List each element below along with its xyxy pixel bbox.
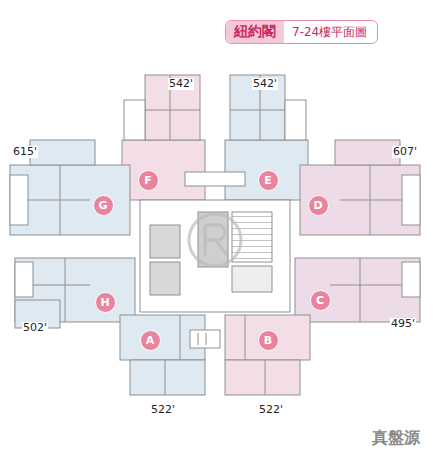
unit-letter: G xyxy=(98,199,107,212)
unit-marker: B xyxy=(258,330,279,351)
unit-marker: E xyxy=(258,170,279,191)
floor-range: 7-24樓平面圖 xyxy=(284,22,377,43)
unit-letter: B xyxy=(264,334,272,347)
area-label: 542' xyxy=(252,78,278,90)
unit-marker: G xyxy=(93,195,114,216)
unit-marker: F xyxy=(138,170,159,191)
area-label: 542' xyxy=(168,78,194,90)
area-label: 615' xyxy=(12,146,38,158)
area-label: 495' xyxy=(390,318,416,330)
unit-letter: E xyxy=(264,174,272,187)
unit-letter: F xyxy=(144,174,152,187)
unit-marker: A xyxy=(140,330,161,351)
unit-marker: H xyxy=(95,292,116,313)
area-label: 502' xyxy=(22,322,48,334)
title-box: 紐約閣7-24樓平面圖 xyxy=(225,20,378,44)
unit-letter: D xyxy=(313,199,322,212)
unit-marker: C xyxy=(310,290,331,311)
area-label: 522' xyxy=(150,404,176,416)
unit-letter: H xyxy=(100,296,109,309)
area-label: 607' xyxy=(392,146,418,158)
unit-letter: C xyxy=(316,294,324,307)
unit-marker: D xyxy=(308,195,329,216)
building-name: 紐約閣 xyxy=(226,21,284,43)
area-label: 522' xyxy=(258,404,284,416)
watermark: 真盤源 xyxy=(372,428,420,449)
unit-letter: A xyxy=(146,334,155,347)
